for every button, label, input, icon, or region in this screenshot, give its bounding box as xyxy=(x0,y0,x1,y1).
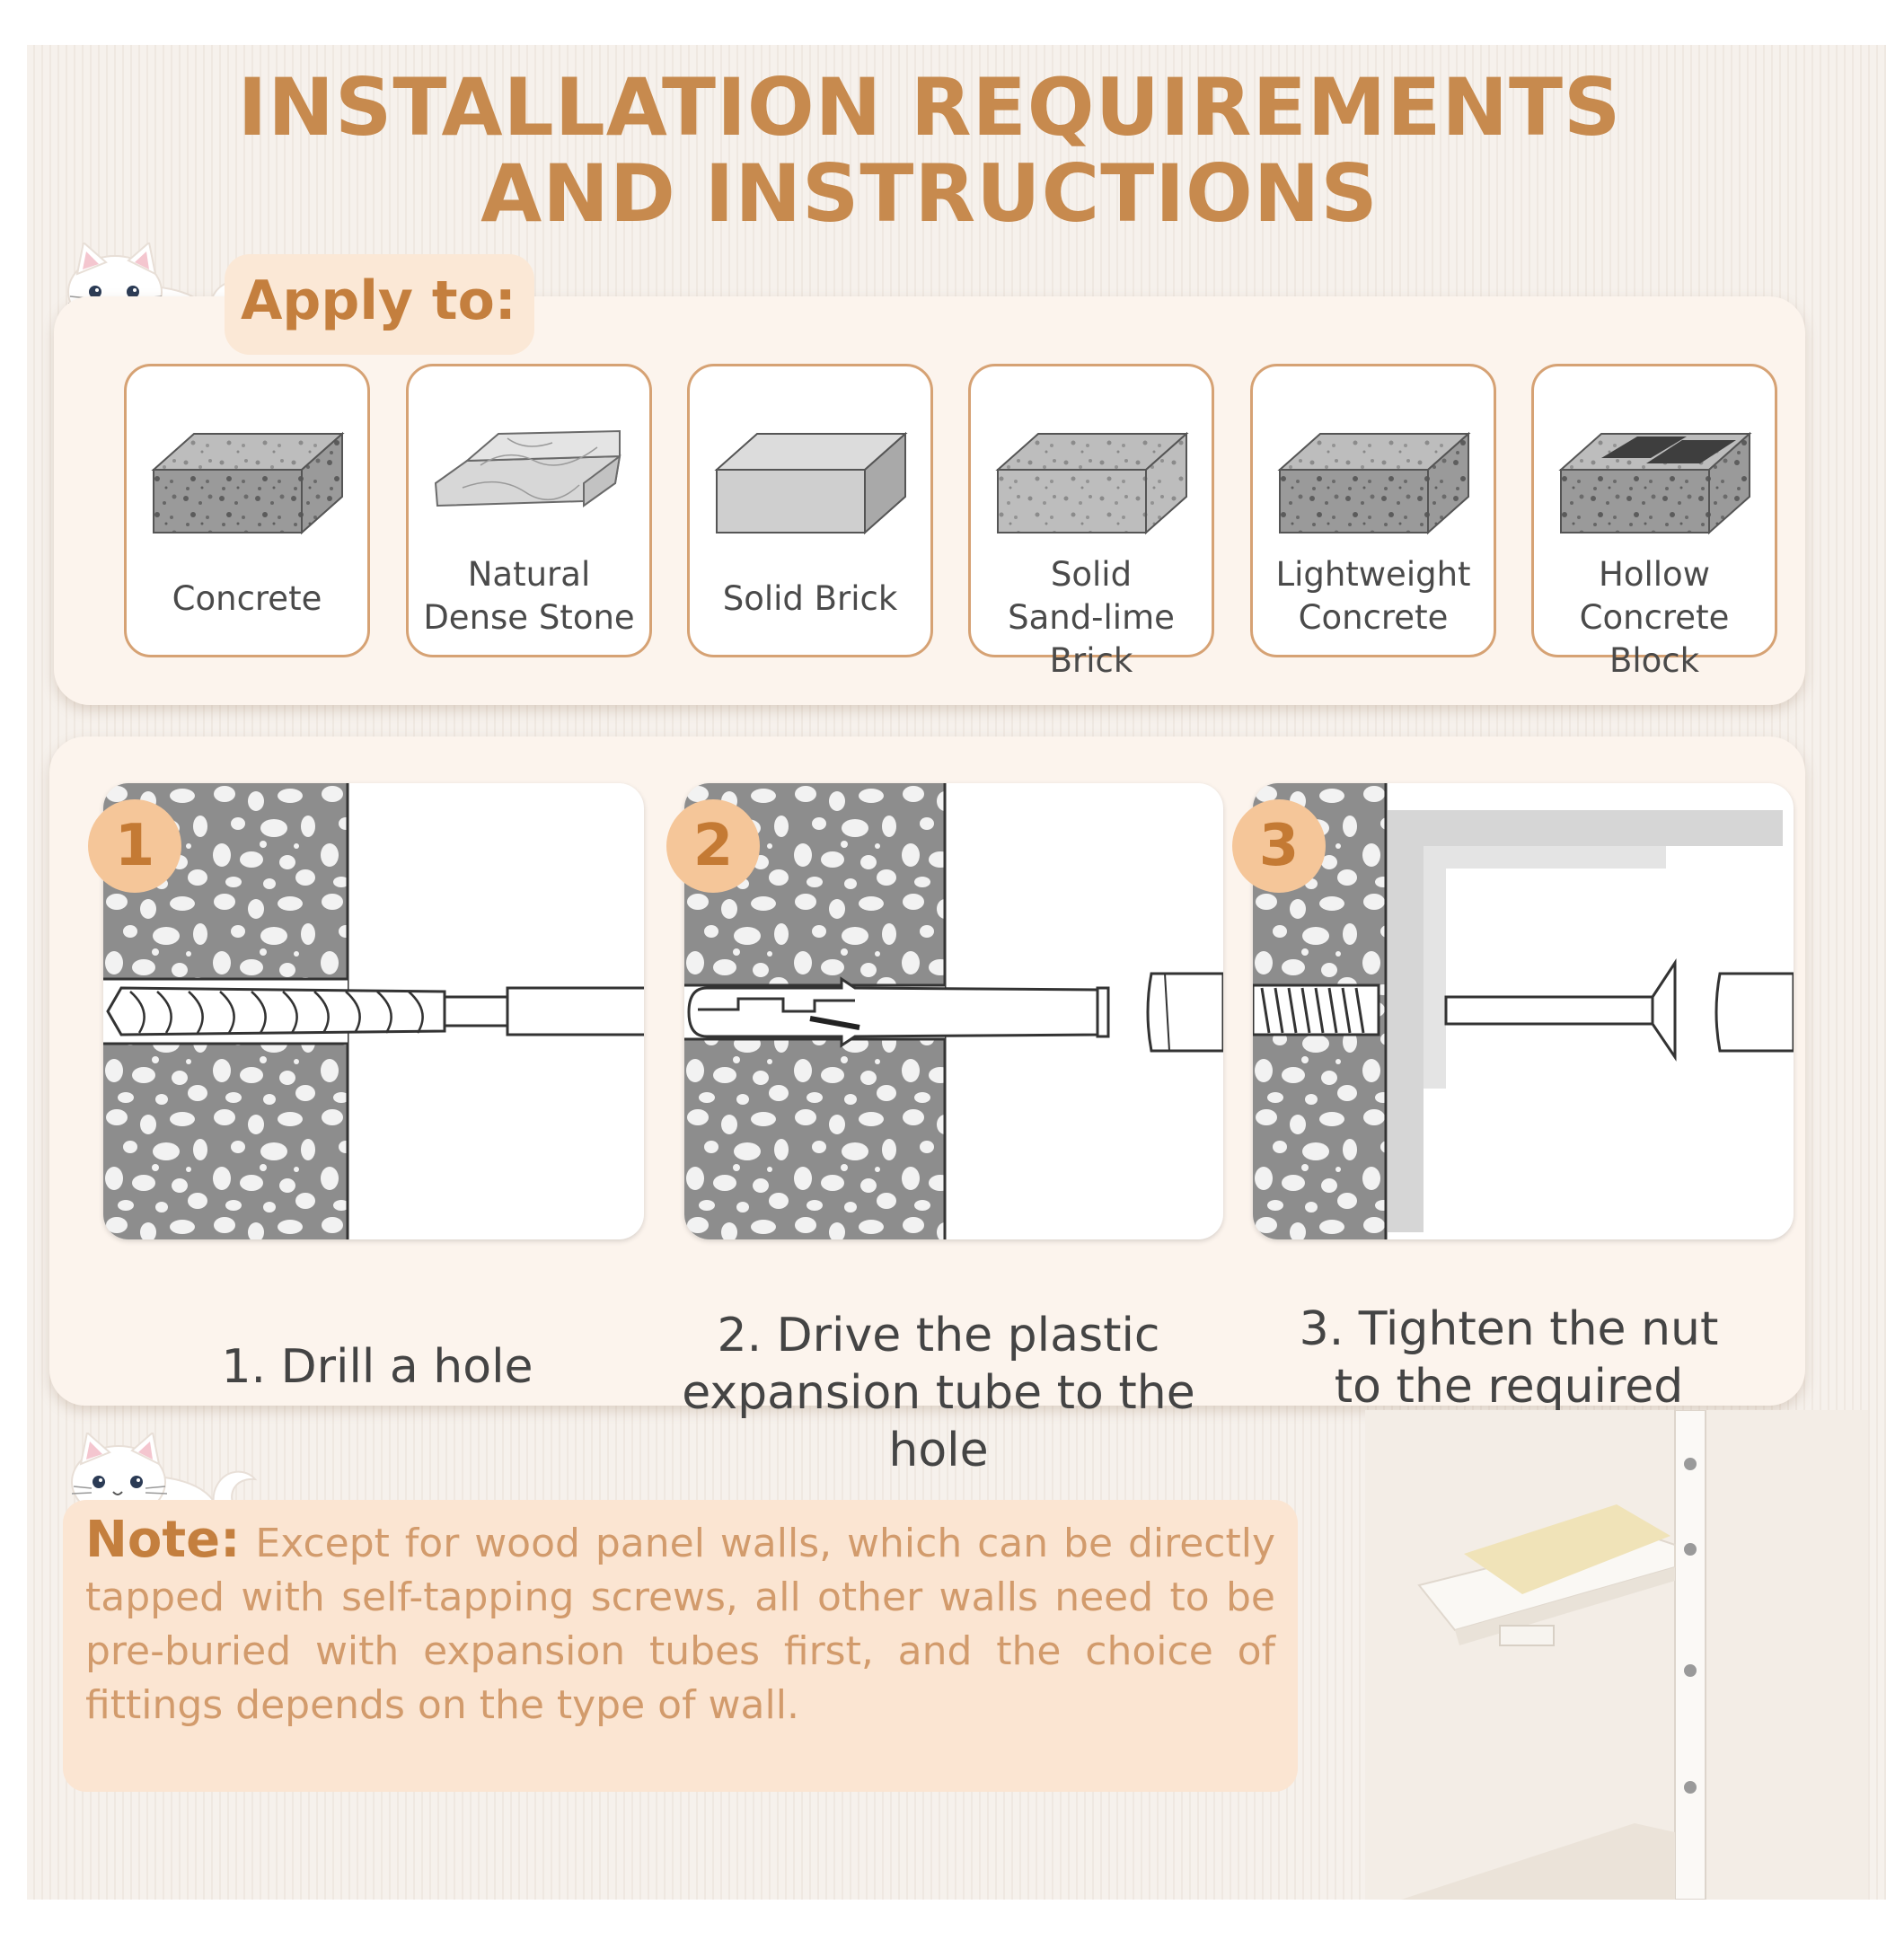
note-label: Note: xyxy=(85,1511,241,1569)
material-card-solid-brick: Solid Brick xyxy=(687,364,933,657)
screw-bracket-icon xyxy=(1253,783,1794,1239)
step-3-caption: 3. Tighten the nut to the required xyxy=(1299,1302,1719,1414)
apply-label: Apply to: xyxy=(241,269,516,332)
step-3-illustration xyxy=(1253,783,1794,1239)
apply-tab xyxy=(225,254,534,355)
material-label: Solid Sand-lime Brick xyxy=(1008,555,1175,680)
material-card-natural-stone: Natural Dense Stone xyxy=(406,364,652,657)
step-1-badge: 1 xyxy=(88,799,181,893)
material-card-hollow-concrete-block: Hollow Concrete Block xyxy=(1531,364,1777,680)
concrete-block-icon xyxy=(151,431,345,535)
step-2-badge: 2 xyxy=(666,799,760,893)
expansion-tube-icon xyxy=(684,783,1223,1239)
material-card-lightweight-concrete: Lightweight Concrete xyxy=(1250,364,1496,657)
step-1-illustration xyxy=(103,783,644,1239)
note-text: Note: Except for wood panel walls, which… xyxy=(85,1513,1275,1733)
sand-lime-brick-icon xyxy=(995,431,1189,535)
drill-bit-icon xyxy=(103,783,644,1239)
note-body: Except for wood panel walls, which can b… xyxy=(85,1521,1275,1728)
material-card-concrete: Concrete xyxy=(124,364,370,657)
stone-block-icon xyxy=(434,429,621,507)
step-2-caption: 2. Drive the plastic expansion tube to t… xyxy=(682,1309,1195,1477)
step-1-caption: 1. Drill a hole xyxy=(221,1340,533,1394)
note-box xyxy=(63,1500,1298,1792)
lightweight-concrete-icon xyxy=(1277,431,1471,535)
page-title: INSTALLATION REQUIREMENTS AND INSTRUCTIO… xyxy=(0,65,1859,237)
step-3-badge: 3 xyxy=(1232,799,1326,893)
shelf-photo xyxy=(1365,1410,1868,1900)
title-line-2: AND INSTRUCTIONS xyxy=(480,147,1379,240)
material-label: Natural Dense Stone xyxy=(423,555,635,637)
title-line-1: INSTALLATION REQUIREMENTS xyxy=(237,61,1622,154)
step-2-illustration xyxy=(684,783,1223,1239)
material-card-sand-lime-brick: Solid Sand-lime Brick xyxy=(968,364,1214,680)
material-label: Solid Brick xyxy=(722,579,898,618)
hollow-block-icon xyxy=(1558,431,1752,535)
material-label: Concrete xyxy=(172,579,322,618)
material-label: Hollow Concrete Block xyxy=(1579,555,1730,680)
solid-brick-icon xyxy=(714,431,908,535)
material-label: Lightweight Concrete xyxy=(1275,555,1471,637)
